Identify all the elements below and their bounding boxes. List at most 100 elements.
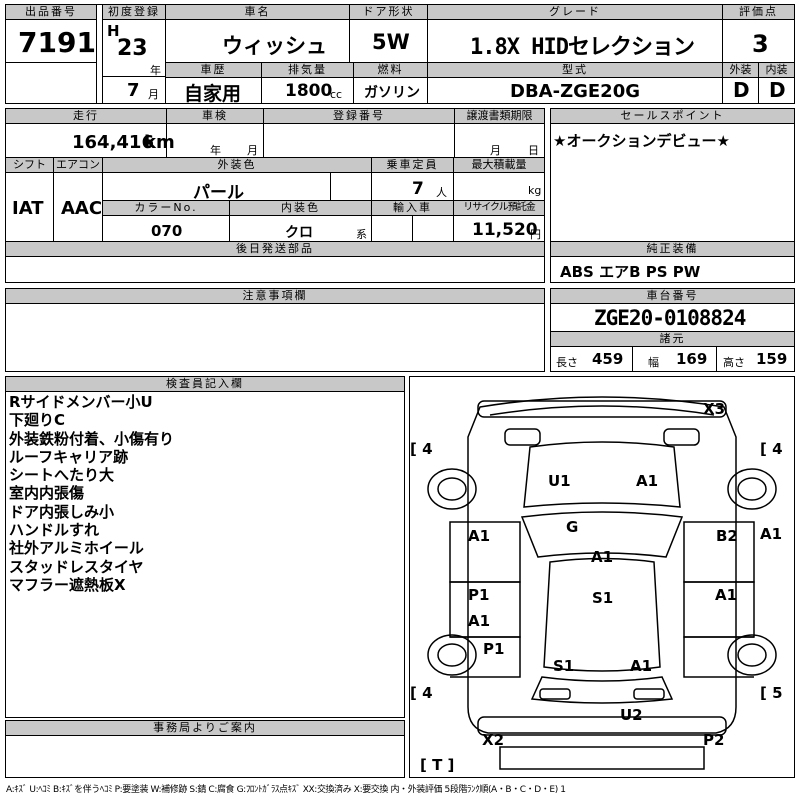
capacity: 7: [412, 179, 424, 199]
damage-mark: U1: [548, 472, 571, 490]
int-color-header: 内装色: [230, 201, 371, 216]
lot-number: 7191: [18, 26, 96, 59]
reg-year-unit: 年: [150, 64, 161, 77]
tire-rr-label: [ 5: [760, 684, 783, 702]
displacement-header: 排気量: [262, 63, 353, 78]
displacement: 1800: [285, 81, 333, 101]
spare-tire-label: [ T ]: [420, 756, 455, 774]
damage-mark: A1: [468, 612, 491, 630]
damage-mark: S1: [592, 589, 614, 607]
grade: 1.8X HIDセレクション: [470, 35, 695, 60]
tire-fl-label: [ 4: [410, 440, 433, 458]
height-label: 高さ: [723, 356, 745, 369]
damage-mark: A1: [630, 657, 653, 675]
fuel: ガソリン: [364, 85, 420, 101]
tire-rl-label: [ 4: [410, 684, 433, 702]
note-line: シートへたり大: [9, 466, 115, 485]
sales-point-header: セールスポイント: [551, 109, 794, 124]
damage-mark: P1: [483, 640, 505, 658]
width: 169: [676, 350, 708, 368]
note-line: 下廻りC: [9, 411, 66, 430]
chassis-number: ZGE20-0108824: [594, 306, 746, 330]
exterior-rating: D: [733, 78, 750, 102]
mileage-block: [5, 108, 545, 283]
later-parts-header: 後日発送部品: [6, 242, 544, 257]
score-header: 評価点: [723, 5, 794, 20]
car-name: ウィッシュ: [222, 34, 327, 58]
fuel-header: 燃料: [354, 63, 427, 78]
lot-cell: [5, 4, 97, 104]
genuine-equip-header: 純正装備: [551, 242, 794, 257]
note-line: マフラー遮熱板X: [9, 575, 126, 594]
lot-header: 出品番号: [6, 5, 96, 20]
inspector-header: 検査員記入欄: [6, 377, 404, 392]
exterior-header: 外装: [723, 63, 758, 78]
sales-point-block: [550, 108, 795, 283]
office-block: [5, 720, 405, 778]
first-reg-header: 初度登録: [103, 5, 165, 20]
inspection-month-unit: 月: [247, 144, 258, 157]
inspection-year-unit: 年: [210, 144, 221, 157]
reg-year: 23: [117, 36, 148, 61]
damage-mark: P2: [703, 731, 725, 749]
shift-header: シフト: [6, 158, 53, 173]
max-load-unit: kg: [528, 184, 542, 197]
color-no: 070: [151, 222, 183, 240]
mileage-header: 走行: [6, 109, 166, 124]
inspector-notes: Rサイドメンバー小U 下廻りC 外装鉄粉付着、小傷有り ルーフキャリア跡 シート…: [9, 393, 174, 594]
damage-mark: P1: [468, 586, 490, 604]
damage-mark: X2: [482, 731, 505, 749]
note-line: 外装鉄粉付着、小傷有り: [9, 429, 175, 448]
ext-color: パール: [193, 183, 244, 203]
damage-mark: G: [566, 518, 579, 536]
damage-mark: X3: [703, 400, 726, 418]
damage-mark: A1: [636, 472, 659, 490]
damage-mark: A1: [715, 586, 738, 604]
car-diagram: [409, 376, 795, 778]
caution-header: 注意事項欄: [6, 289, 544, 304]
aircon-header: エアコン: [54, 158, 102, 173]
door-header: ドア形状: [350, 5, 427, 20]
reg-month-unit: 月: [148, 88, 159, 101]
recycle-fee: 11,520: [472, 220, 538, 240]
transfer-month-unit: 月: [490, 144, 501, 157]
displacement-unit: cc: [330, 88, 343, 101]
sales-point: ★オークションデビュー★: [553, 132, 730, 150]
inspector-block: [5, 376, 405, 718]
length-label: 長さ: [556, 356, 578, 369]
model-code: DBA-ZGE20G: [510, 81, 641, 102]
note-line: ハンドルすれ: [9, 521, 100, 540]
tire-fr-label: [ 4: [760, 440, 783, 458]
mileage-unit: km: [144, 132, 175, 153]
length: 459: [592, 350, 624, 368]
chassis-header: 車台番号: [551, 289, 794, 304]
height: 159: [756, 350, 788, 368]
interior-rating: D: [769, 78, 786, 102]
score: 3: [752, 30, 769, 58]
damage-mark: B2: [716, 527, 738, 545]
note-line: ルーフキャリア跡: [9, 447, 129, 466]
history-header: 車歴: [166, 63, 261, 78]
note-line: スタッドレスタイヤ: [9, 557, 144, 576]
dimensions-header: 諸元: [551, 332, 794, 347]
interior-header: 内装: [759, 63, 794, 78]
car-history: 自家用: [184, 83, 242, 105]
reg-no-header: 登録番号: [264, 109, 454, 124]
note-line: 社外アルミホイール: [9, 539, 144, 558]
transfer-header: 譲渡書類期限: [455, 109, 544, 124]
door-type: 5W: [372, 30, 410, 54]
damage-mark: A1: [760, 525, 783, 543]
note-line: ドア内張しみ小: [9, 502, 115, 521]
car-diagram-drawing: [427, 396, 777, 770]
max-load-header: 最大積載量: [454, 158, 544, 173]
int-color: クロ: [285, 225, 313, 241]
reg-era: H: [107, 22, 120, 40]
genuine-equip: ABS エアB PS PW: [560, 263, 701, 281]
grade-header: グレード: [428, 5, 722, 20]
damage-mark: U2: [620, 706, 643, 724]
color-no-header: カラーNo.: [103, 201, 229, 216]
ext-color-header: 外装色: [103, 158, 371, 173]
recycle-header: リサイクル預託金: [454, 201, 544, 216]
damage-mark: S1: [553, 657, 575, 675]
shift: IAT: [12, 198, 44, 219]
